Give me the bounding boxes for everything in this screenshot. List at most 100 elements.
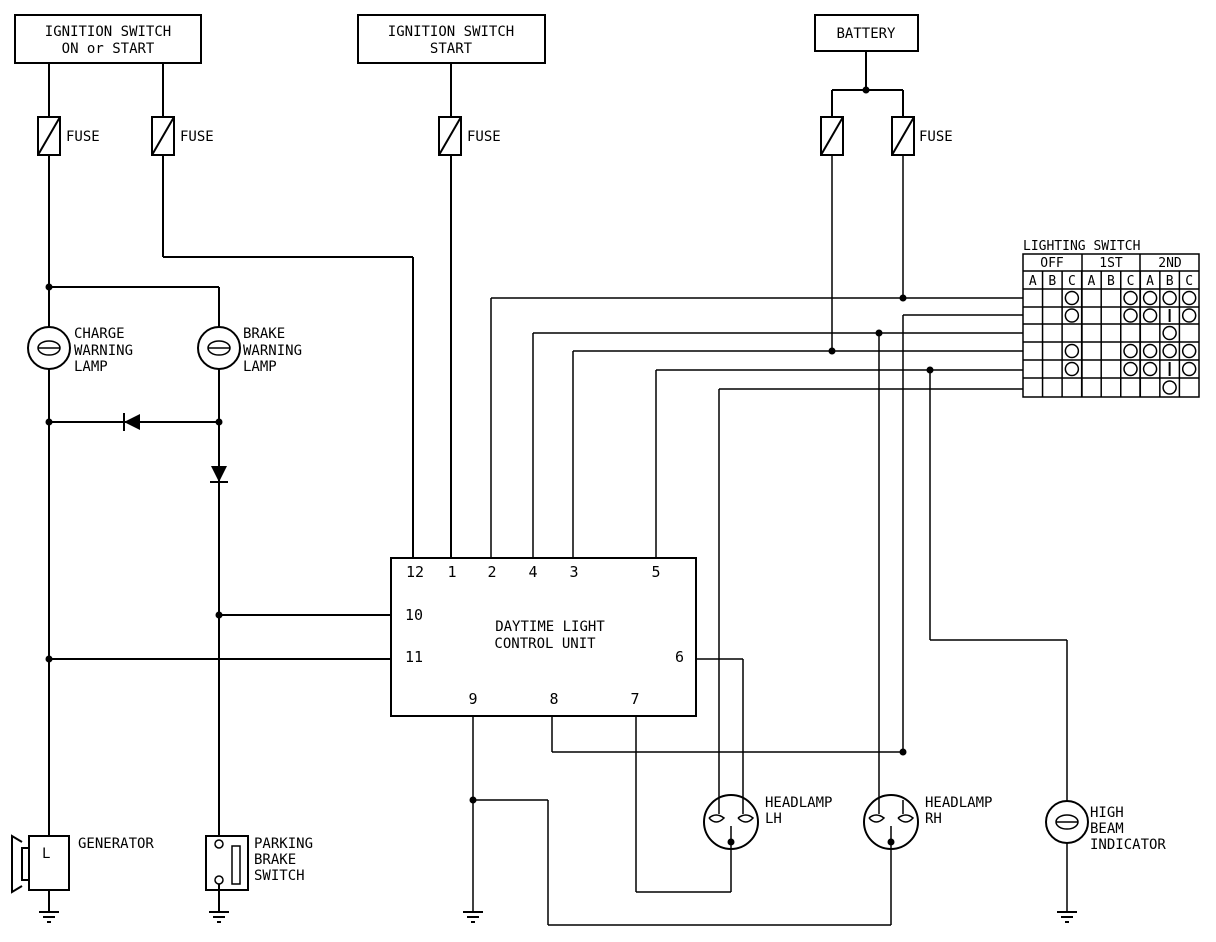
fuse-1-label: FUSE <box>66 129 100 145</box>
switch-column-c: C <box>1068 274 1076 289</box>
diode-vertical <box>210 466 228 483</box>
switch-column-b: B <box>1166 274 1174 289</box>
switch-column-b: B <box>1107 274 1115 289</box>
switch-contact <box>1181 361 1197 377</box>
high-beam-indicator: HIGH BEAM INDICATOR <box>1045 800 1166 853</box>
high-beam-label-2: BEAM <box>1090 821 1124 837</box>
fuse-1: FUSE <box>37 116 100 156</box>
fuse-2: FUSE <box>151 116 214 156</box>
switch-pos-off: OFF <box>1040 256 1064 271</box>
headlamp-lh: HEADLAMP LH <box>703 794 832 850</box>
junction-dot <box>45 283 53 291</box>
switch-column-c: C <box>1185 274 1193 289</box>
switch-contact <box>1181 290 1197 306</box>
junction-dot <box>828 347 836 355</box>
control-unit-title-2: CONTROL UNIT <box>494 636 596 652</box>
charge-lamp-label-3: LAMP <box>74 359 108 375</box>
switch-pos-2nd: 2ND <box>1158 256 1182 271</box>
junction-dot <box>215 611 223 619</box>
switch-contact <box>1064 290 1080 306</box>
junction-dot <box>875 329 883 337</box>
pin-7: 7 <box>630 690 639 708</box>
daytime-light-control-unit: DAYTIME LIGHT CONTROL UNIT 12 1 2 4 3 5 … <box>390 557 697 717</box>
switch-contact <box>1162 380 1177 395</box>
switch-contact <box>1142 290 1158 306</box>
switch-contact <box>1162 343 1177 359</box>
headlamp-lh-label-2: LH <box>765 811 782 827</box>
fuse-3-label: FUSE <box>467 129 501 145</box>
fuse-4 <box>820 116 844 156</box>
switch-grid-lines <box>1023 271 1199 397</box>
left-wiring <box>48 63 414 836</box>
switch-column-c: C <box>1127 274 1135 289</box>
switch-contact <box>1142 361 1158 377</box>
parking-switch-label-3: SWITCH <box>254 868 305 884</box>
switch-contact <box>1181 343 1197 359</box>
pin-9: 9 <box>468 690 477 708</box>
pin-6: 6 <box>675 648 684 666</box>
switch-column-b: B <box>1048 274 1056 289</box>
brake-warning-lamp: BRAKE WARNING LAMP <box>197 326 302 375</box>
junction-dot <box>45 655 53 663</box>
switch-contact <box>1123 290 1138 306</box>
pin-2: 2 <box>487 563 496 581</box>
headlamp-rh: HEADLAMP RH <box>863 794 992 850</box>
headlamp-rh-label-2: RH <box>925 811 942 827</box>
junction-dot <box>862 86 870 94</box>
switch-contact <box>1064 308 1080 323</box>
parking-brake-switch: PARKING BRAKE SWITCH <box>205 835 313 912</box>
right-wiring <box>450 51 1068 926</box>
switch-contact <box>1123 361 1138 377</box>
pin-5: 5 <box>651 563 660 581</box>
switch-contact <box>1142 308 1158 323</box>
switch-column-a: A <box>1029 274 1037 289</box>
charge-lamp-label-1: CHARGE <box>74 326 125 342</box>
ign-start-line2: START <box>430 41 473 57</box>
ign-on-start-line1: IGNITION SWITCH <box>45 24 171 40</box>
junction-dot <box>899 748 907 756</box>
headlamp-lh-label-1: HEADLAMP <box>765 795 832 811</box>
ign-start-line1: IGNITION SWITCH <box>388 24 514 40</box>
fuse-5: FUSE <box>891 116 953 156</box>
junction-dot <box>45 418 53 426</box>
switch-contact <box>1123 308 1138 323</box>
ign-on-start-line2: ON or START <box>62 41 155 57</box>
battery-label: BATTERY <box>836 26 896 42</box>
brake-lamp-label-2: WARNING <box>243 343 302 359</box>
switch-column-a: A <box>1088 274 1096 289</box>
battery-box: BATTERY <box>814 14 919 52</box>
ground-icon <box>1057 911 1077 923</box>
diode-horizontal <box>123 413 140 431</box>
headlamp-rh-label-1: HEADLAMP <box>925 795 992 811</box>
high-beam-label-1: HIGH <box>1090 805 1124 821</box>
charge-warning-lamp: CHARGE WARNING LAMP <box>27 326 133 375</box>
junction-dot <box>469 796 477 804</box>
charge-lamp-label-2: WARNING <box>74 343 133 359</box>
lighting-switch-title: LIGHTING SWITCH <box>1023 239 1140 254</box>
pin-8: 8 <box>549 690 558 708</box>
ground-icon <box>39 911 59 923</box>
junction-dot <box>899 294 907 302</box>
generator-label: GENERATOR <box>78 836 154 852</box>
brake-lamp-label-3: LAMP <box>243 359 277 375</box>
switch-contact <box>1162 290 1177 306</box>
switch-contact <box>1142 343 1158 359</box>
switch-contact <box>1123 343 1138 359</box>
pin-11: 11 <box>405 648 423 666</box>
generator-terminal-label: L <box>42 846 50 862</box>
ground-icon <box>209 911 229 923</box>
control-unit-title-1: DAYTIME LIGHT <box>495 619 605 635</box>
fuse-5-label: FUSE <box>919 129 953 145</box>
junction-dot <box>926 366 934 374</box>
switch-contact <box>1181 308 1197 323</box>
pin-1: 1 <box>447 563 456 581</box>
fuse-2-label: FUSE <box>180 129 214 145</box>
pin-10: 10 <box>405 606 423 624</box>
switch-contacts <box>1064 290 1197 395</box>
pin-12: 12 <box>406 563 424 581</box>
pin-4: 4 <box>528 563 537 581</box>
switch-pos-1st: 1ST <box>1099 256 1123 271</box>
junction-dot <box>215 418 223 426</box>
ignition-switch-on-start-box: IGNITION SWITCH ON or START <box>14 14 202 64</box>
